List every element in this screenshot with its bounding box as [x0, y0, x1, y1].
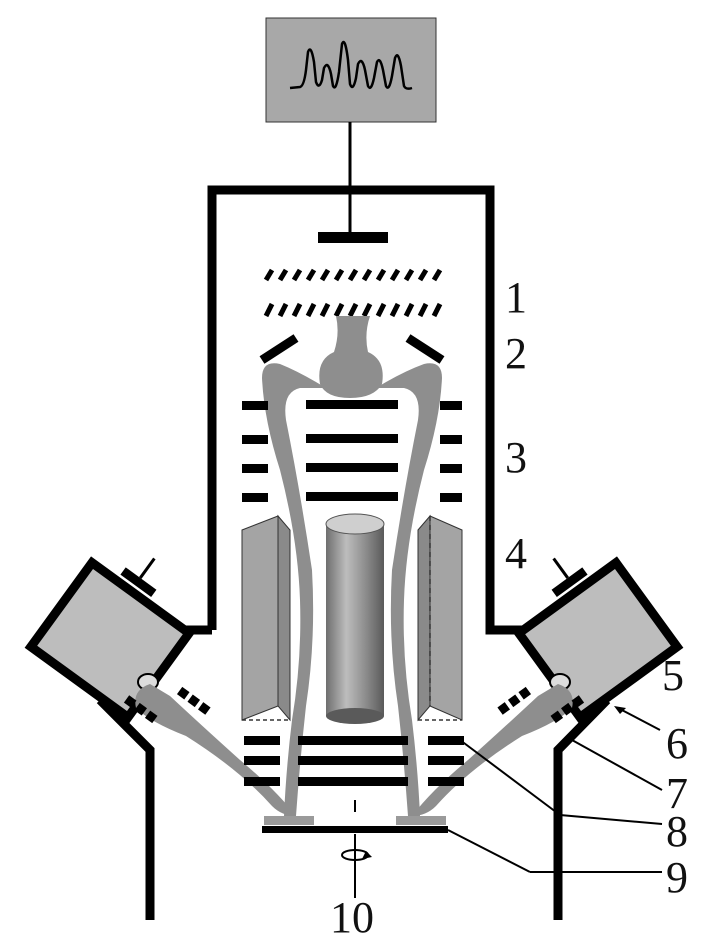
ion-gun-right — [512, 556, 684, 724]
label-3: 3 — [505, 433, 527, 482]
gun-focus-electrodes-left — [123, 686, 211, 724]
label-10: 10 — [330, 893, 374, 939]
extraction-electrodes — [244, 736, 464, 786]
label-2: 2 — [505, 329, 527, 378]
ion-gun-left — [24, 556, 196, 724]
analyzer-plate-left — [241, 514, 291, 722]
lens-electrodes — [242, 400, 462, 502]
rotation-axis — [341, 834, 372, 898]
label-9: 9 — [666, 853, 688, 902]
label-1: 1 — [505, 273, 527, 322]
callout-labels: 1 2 3 4 5 6 7 8 9 10 — [330, 273, 688, 939]
central-cylinder-electrode — [325, 513, 385, 724]
detector-plate — [318, 232, 388, 243]
rotation-arrow-icon — [341, 849, 372, 861]
label-8: 8 — [666, 807, 688, 856]
deflector-plates — [259, 334, 445, 364]
label-5: 5 — [662, 651, 684, 700]
grid-electrodes — [263, 268, 443, 318]
leader-lines — [447, 706, 663, 873]
label-7: 7 — [666, 769, 688, 818]
label-6: 6 — [666, 719, 688, 768]
sample-holder — [262, 800, 448, 833]
spectrum-monitor — [265, 17, 437, 123]
gun-focus-electrodes-right — [497, 686, 585, 724]
chamber-wall — [96, 185, 611, 920]
analyzer-plate-right — [417, 514, 463, 722]
label-4: 4 — [505, 529, 527, 578]
